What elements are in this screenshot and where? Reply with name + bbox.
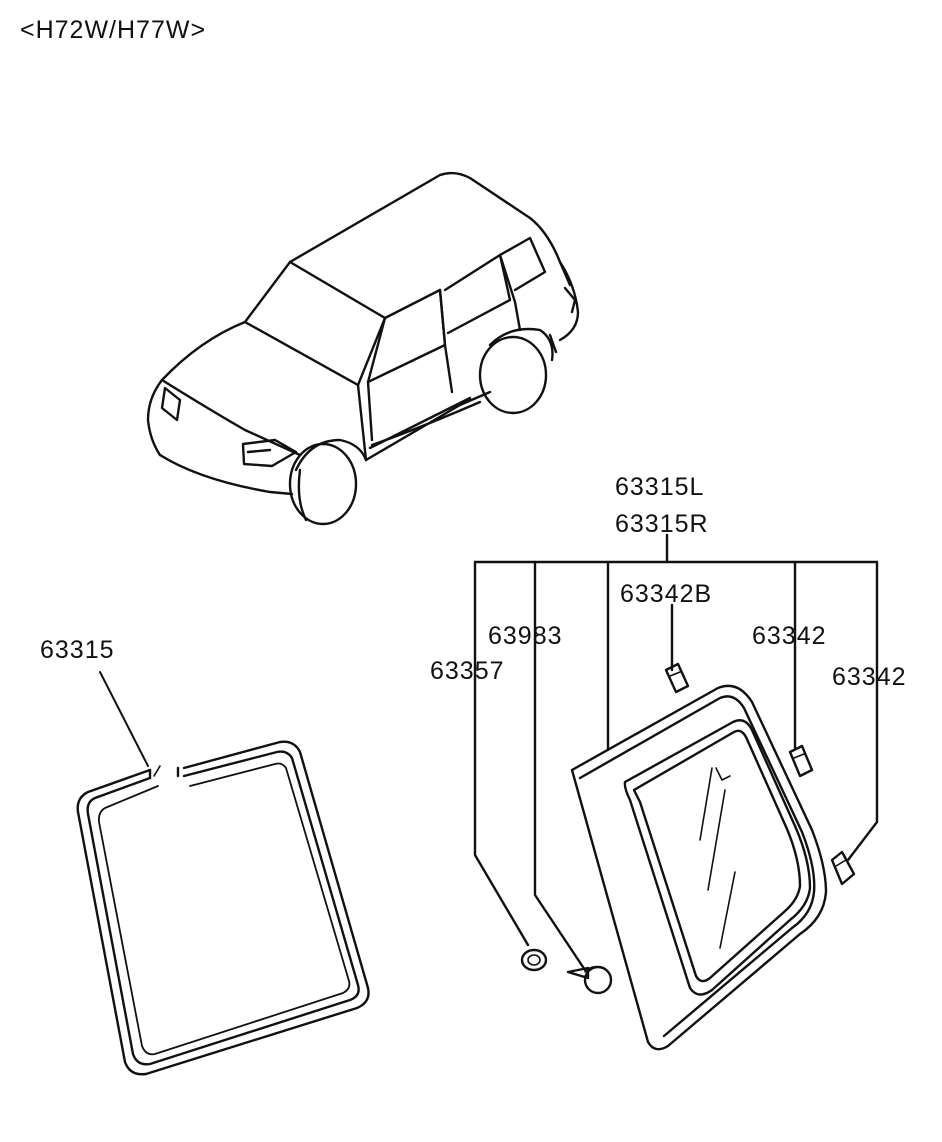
spacer-63342-a: [788, 744, 814, 778]
weatherstrip-seal-63315: [76, 671, 370, 1076]
label-63342B: 63342B: [620, 580, 713, 608]
clip-63357: [520, 948, 548, 972]
label-63357: 63357: [430, 657, 505, 685]
diagram-title: <H72W/H77W>: [20, 16, 207, 44]
label-63342-a: 63342: [752, 622, 827, 650]
label-63315R: 63315R: [615, 510, 709, 538]
spacer-63342-b: [830, 850, 856, 886]
label-63315L: 63315L: [615, 473, 705, 501]
quarter-glass-assembly: [473, 533, 879, 1051]
spacer-63342B: [664, 662, 690, 694]
label-63342-b: 63342: [832, 663, 907, 691]
fastener-63983: [566, 965, 613, 995]
label-63983: 63983: [488, 622, 563, 650]
label-63315: 63315: [40, 636, 115, 664]
vehicle-illustration: [146, 171, 580, 526]
